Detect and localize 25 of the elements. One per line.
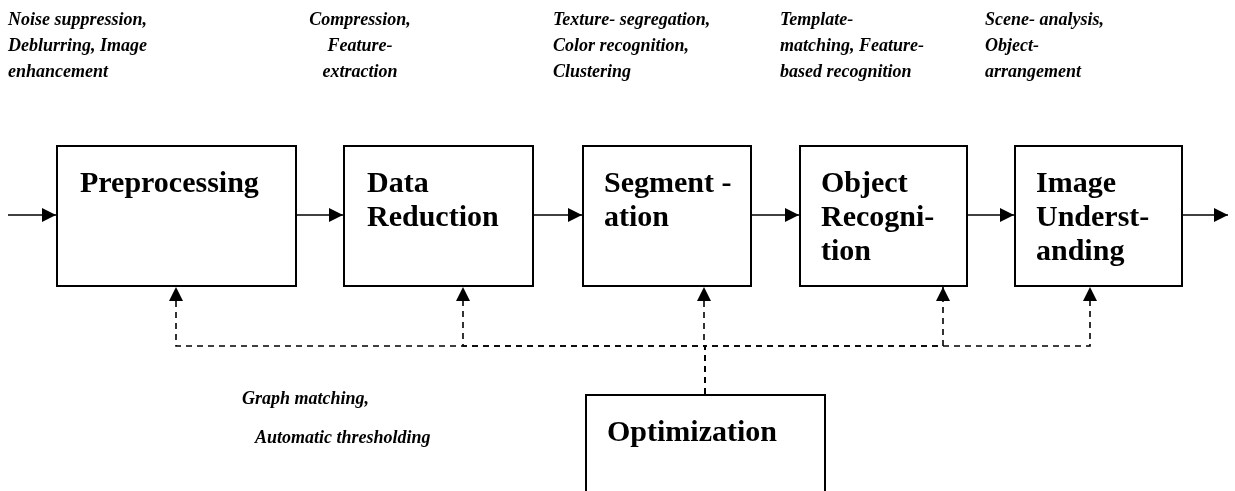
annotation-text: Noise suppression, Deblurring, Image enhancement [8, 8, 149, 83]
arrow [751, 208, 800, 222]
annotation-text: Automatic thresholding [255, 426, 432, 449]
process-box [56, 145, 297, 287]
box-label: Data Reduction [367, 165, 500, 233]
box-label: Optimization [607, 414, 778, 448]
box-label: Object Recogni- tion [821, 165, 936, 267]
process-box [799, 145, 968, 287]
arrow [967, 208, 1015, 222]
arrow [1182, 208, 1229, 222]
arrow [533, 208, 583, 222]
process-box [585, 394, 826, 491]
annotation-text: Graph matching, [242, 387, 371, 410]
annotation-text: Template- matching, Feature-based recognition [780, 8, 925, 83]
annotation-text: Compression, Feature- extraction [308, 8, 412, 83]
process-box [343, 145, 534, 287]
arrow [7, 208, 57, 222]
process-box [582, 145, 752, 287]
process-box [1014, 145, 1183, 287]
annotation-text: Texture- segregation, Color recognition, Clustering [553, 8, 712, 83]
annotation-text: Scene- analysis, Object- arrangement [985, 8, 1105, 83]
box-label: Preprocessing [80, 165, 260, 199]
box-label: Image Underst- anding [1036, 165, 1151, 267]
arrow [296, 208, 344, 222]
box-label: Segment -ation [604, 165, 733, 233]
